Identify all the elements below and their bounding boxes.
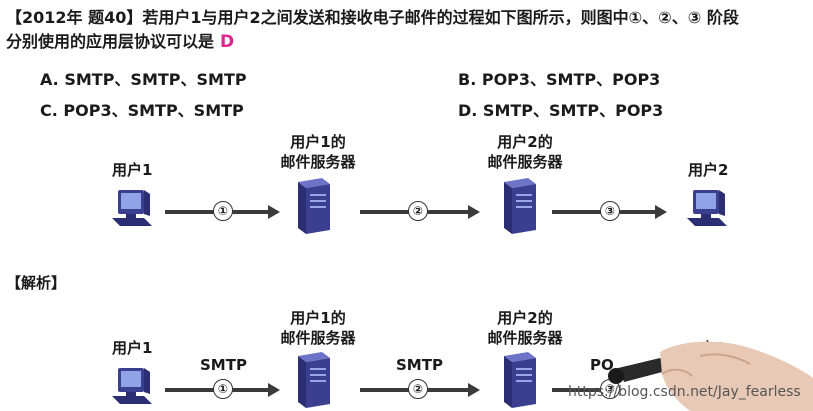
user1-label: 用户1: [112, 161, 153, 179]
step2-marker: ②: [408, 379, 428, 399]
server-icon: [292, 352, 332, 408]
computer-icon: [683, 188, 729, 230]
step1-marker: ①: [213, 201, 233, 221]
server2-label: 用户2的 邮件服务器: [487, 309, 563, 347]
option-a: A. SMTP、SMTP、SMTP: [40, 70, 247, 89]
step1-marker: ①: [213, 379, 233, 399]
protocol-step2: SMTP: [396, 356, 443, 374]
server-icon: [292, 178, 332, 234]
answer-badge: D: [220, 32, 235, 52]
option-c: C. POP3、SMTP、SMTP: [40, 101, 244, 120]
server1-label: 用户1的 邮件服务器: [280, 309, 356, 347]
server1-label: 用户1的 邮件服务器: [280, 133, 356, 171]
protocol-step3: PO: [590, 356, 614, 374]
user1-label: 用户1: [112, 339, 153, 357]
server2-label: 用户2的 邮件服务器: [487, 133, 563, 171]
analysis-title: 【解析】: [6, 274, 67, 292]
option-d: D. SMTP、SMTP、POP3: [458, 101, 664, 120]
watermark-text: https://blog.csdn.net/Jay_fearless: [568, 384, 801, 400]
protocol-step1: SMTP: [200, 356, 247, 374]
server-icon: [498, 352, 538, 408]
step3-marker: ③: [600, 201, 620, 221]
user2-label: 用户2: [688, 161, 729, 179]
option-b: B. POP3、SMTP、POP3: [458, 70, 661, 89]
step2-marker: ②: [408, 201, 428, 221]
server-icon: [498, 178, 538, 234]
question-text: 【2012年 题40】若用户1与用户2之间发送和接收电子邮件的过程如下图所示，则…: [6, 8, 739, 52]
computer-icon: [108, 188, 154, 230]
hand-with-marker-icon: [608, 341, 813, 411]
computer-icon: [108, 366, 154, 408]
